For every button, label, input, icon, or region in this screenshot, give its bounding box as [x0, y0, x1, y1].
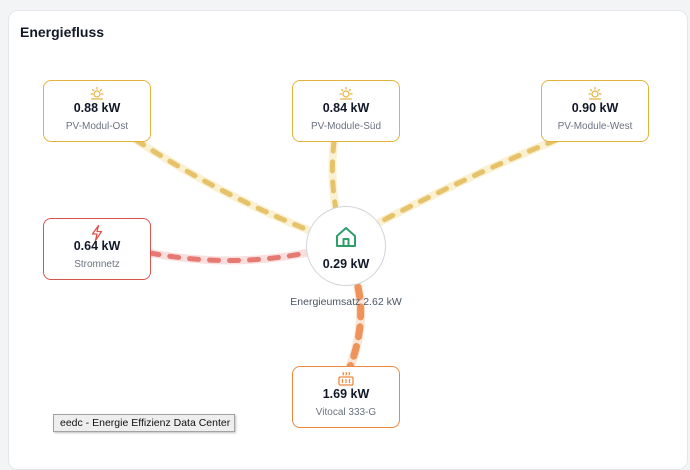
flow-grid [147, 250, 309, 263]
hub-value: 0.29 kW [322, 257, 370, 271]
node-label: PV-Module-Süd [310, 121, 382, 132]
flow-pv-sued [329, 139, 339, 213]
sun-icon [542, 85, 648, 103]
hub-house[interactable]: 0.29 kW [306, 206, 386, 286]
flow-track-pv-ost [132, 136, 317, 236]
flow-pv-west [377, 137, 559, 225]
node-value: 0.88 kW [73, 101, 121, 115]
flow-lines [132, 136, 560, 372]
node-vitocal[interactable]: 1.69 kW Vitocal 333-G [292, 366, 400, 428]
node-value: 0.64 kW [73, 239, 121, 253]
node-stromnetz[interactable]: 0.64 kW Stromnetz [43, 218, 151, 280]
heat-pump-icon [293, 371, 399, 389]
flow-pv-ost [133, 137, 316, 235]
node-pv-module-west[interactable]: 0.90 kW PV-Module-West [541, 80, 649, 142]
tooltip: eedc - Energie Effizienz Data Center [53, 414, 235, 432]
sun-icon [44, 85, 150, 103]
house-icon [307, 225, 385, 249]
node-label: PV-Modul-Ost [65, 121, 129, 132]
lightning-icon [44, 224, 150, 242]
sun-icon [293, 85, 399, 103]
node-label: Stromnetz [74, 259, 120, 270]
node-pv-modul-ost[interactable]: 0.88 kW PV-Modul-Ost [43, 80, 151, 142]
node-value: 1.69 kW [322, 387, 370, 401]
flow-heatpump [346, 283, 365, 371]
node-value: 0.90 kW [571, 101, 619, 115]
card-title: Energiefluss [20, 24, 105, 40]
node-label: Vitocal 333-G [315, 407, 377, 418]
node-value: 0.84 kW [322, 101, 370, 115]
hub-caption: Energieumsatz 2.62 kW [290, 296, 402, 308]
node-label: PV-Module-West [557, 121, 633, 132]
node-pv-module-sued[interactable]: 0.84 kW PV-Module-Süd [292, 80, 400, 142]
